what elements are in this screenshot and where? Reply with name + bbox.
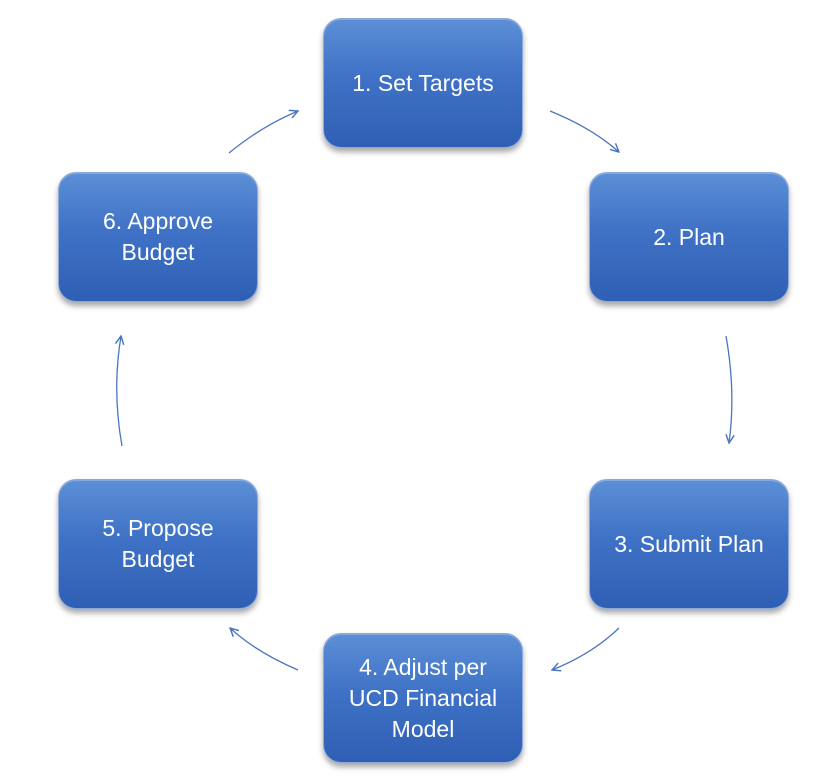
arrow-3-to-4 [552,627,620,670]
step-label: 2. Plan [653,223,725,250]
step-label: 1. Set Targets [352,69,494,96]
step-label: 4. Adjust per UCD Financial Model [348,653,498,742]
arrow-1-to-2 [549,110,619,152]
step-submit-plan: 3. Submit Plan [589,479,789,609]
step-label: 3. Submit Plan [614,530,764,557]
step-approve-budget: 6. Approve Budget [58,172,258,302]
step-adjust-financial-model: 4. Adjust per UCD Financial Model [323,633,523,763]
step-plan: 2. Plan [589,172,789,302]
step-label: 6. Approve Budget [103,208,213,265]
arrow-4-to-5 [230,628,299,671]
arrow-5-to-6 [117,336,122,447]
step-label: 5. Propose Budget [102,515,214,572]
step-propose-budget: 5. Propose Budget [58,479,258,609]
arrow-2-to-3 [726,335,732,443]
step-set-targets: 1. Set Targets [323,18,523,148]
arrow-6-to-1 [228,111,298,154]
